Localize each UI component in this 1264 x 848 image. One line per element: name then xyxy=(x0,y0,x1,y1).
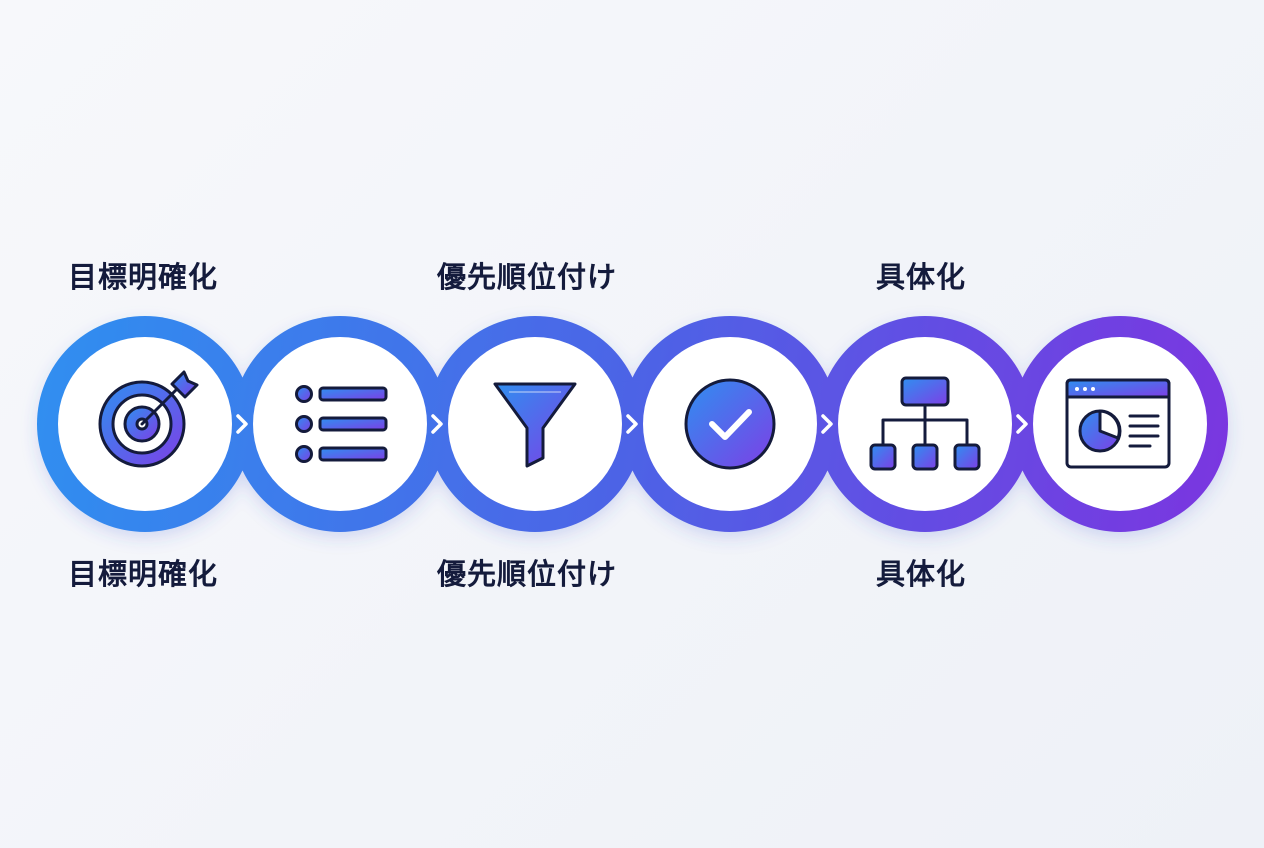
target-icon xyxy=(98,370,199,468)
chevron-right-icon xyxy=(431,414,443,434)
list-icon xyxy=(295,385,388,463)
label-top-goal: 目標明確化 xyxy=(68,260,219,294)
chevron-right-icon xyxy=(1016,414,1028,434)
check-circle-icon xyxy=(684,378,776,470)
label-bottom-priority: 優先順位付け xyxy=(437,557,618,591)
funnel-icon xyxy=(493,382,577,468)
chevron-right-icon xyxy=(821,414,833,434)
label-top-priority: 優先順位付け xyxy=(437,260,618,294)
chevron-row xyxy=(236,414,1028,434)
label-bottom-concretize: 具体化 xyxy=(876,557,967,591)
hierarchy-icon xyxy=(869,376,981,471)
label-bottom-goal: 目標明確化 xyxy=(68,557,219,591)
dashboard-window-icon xyxy=(1065,378,1171,469)
label-top-concretize: 具体化 xyxy=(876,260,967,294)
chevron-right-icon xyxy=(626,414,638,434)
chevron-right-icon xyxy=(236,414,248,434)
